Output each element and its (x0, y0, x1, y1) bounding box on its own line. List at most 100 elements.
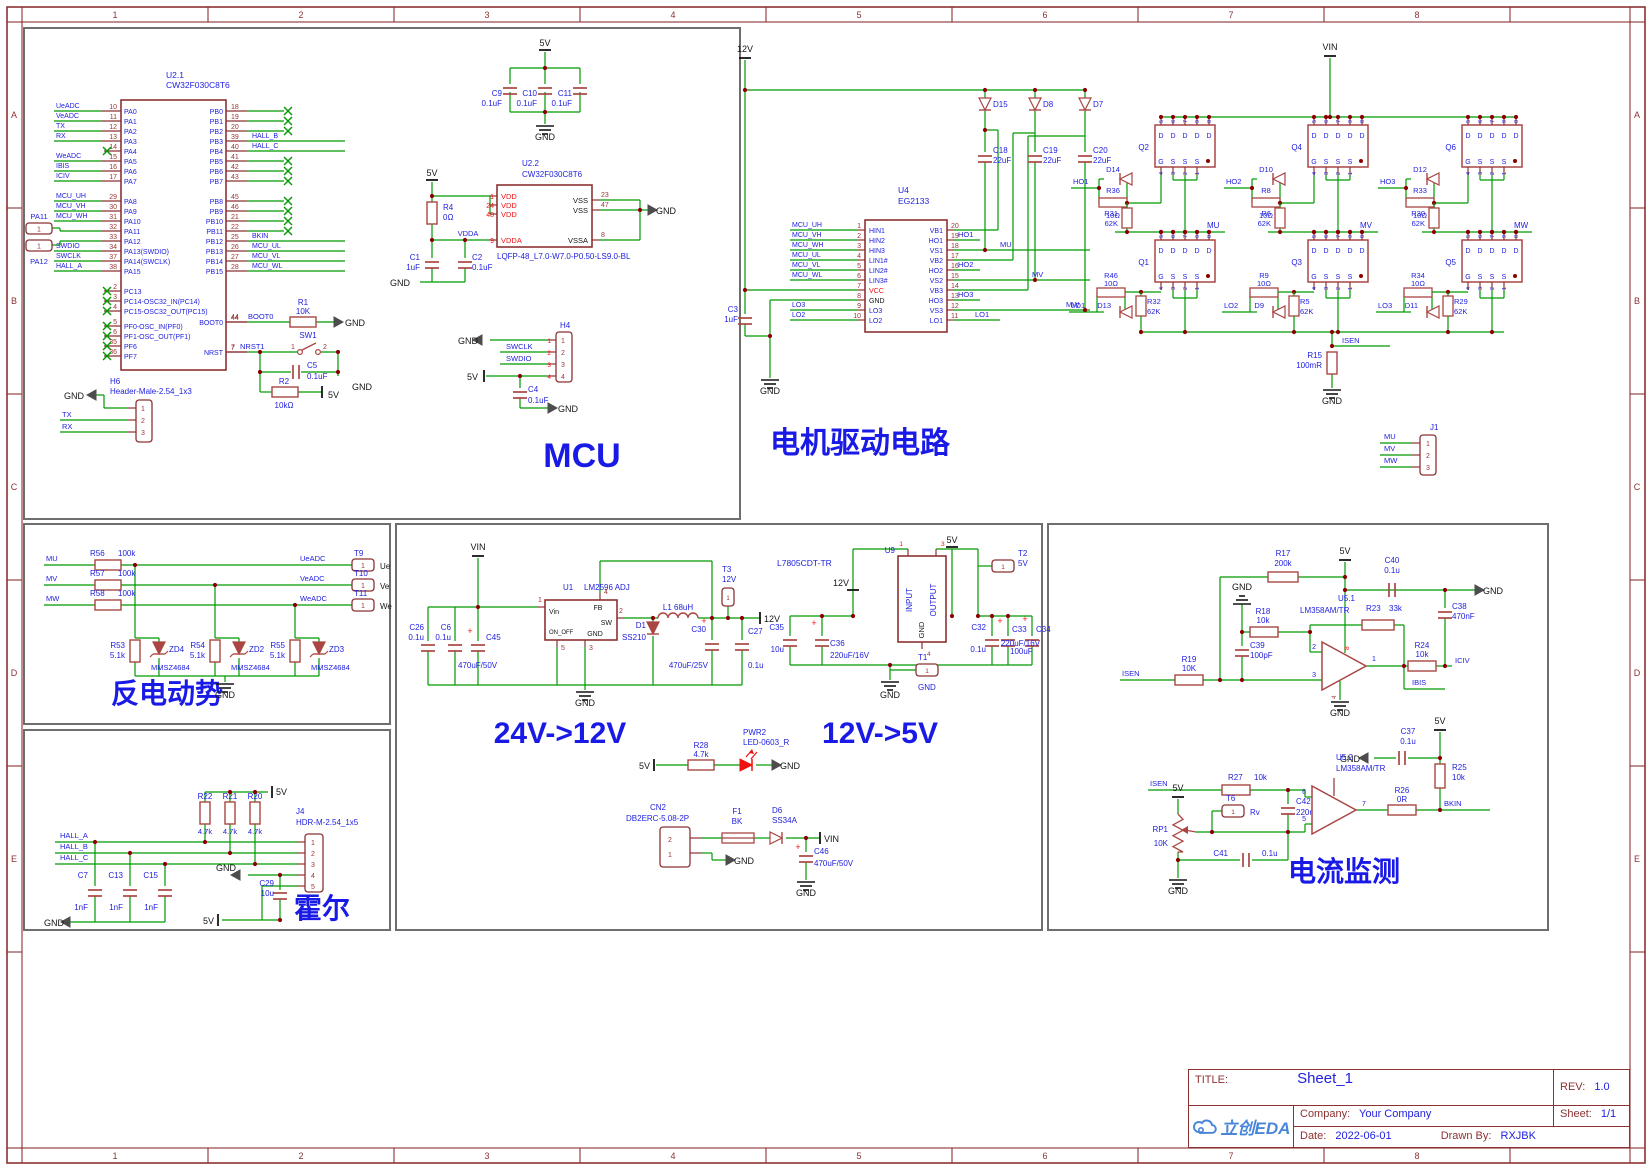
label: R4 (443, 203, 454, 212)
label: R32 (1147, 297, 1161, 306)
label: 2 (1183, 287, 1189, 290)
label: 7 (1183, 235, 1189, 238)
label: 4 (1159, 287, 1165, 290)
label: 13 (109, 134, 117, 141)
label: 100pF (1250, 651, 1273, 660)
label: GND (575, 698, 596, 708)
label: 8 (1514, 120, 1520, 123)
label: Ve (380, 582, 390, 591)
label: 3 (561, 362, 565, 369)
label: C29 (259, 879, 274, 888)
label: PB3 (210, 139, 223, 146)
ic-bodies (120, 99, 948, 643)
label: UeADC (300, 554, 326, 563)
label: 5V (1434, 716, 1445, 726)
label: D (1206, 133, 1211, 140)
label: HDR-M-2.54_1x5 (296, 818, 359, 827)
label: L1 68uH (663, 603, 693, 612)
label: CW32F030C8T6 (522, 170, 583, 179)
logo-cell: 立创EDA (1189, 1105, 1294, 1148)
label: LO1 (975, 310, 989, 319)
label: 2 (1490, 287, 1496, 290)
label: SWCLK (506, 342, 533, 351)
label: 2 (1336, 287, 1342, 290)
label: LIN2# (869, 268, 888, 275)
label: 16 (951, 263, 959, 270)
label: 3 (547, 362, 551, 369)
label: B (11, 296, 17, 306)
label: E (11, 854, 17, 864)
label: 8 (1360, 235, 1366, 238)
label: 4 (1331, 695, 1338, 699)
label: R46 (1104, 271, 1118, 280)
label: Vin (549, 609, 559, 616)
label: G (1158, 274, 1163, 281)
label: GND (796, 888, 817, 898)
label: R25 (1452, 763, 1467, 772)
label: 10Ω (1106, 211, 1120, 220)
label: PA15 (124, 269, 141, 276)
date-row: Date: 2022-06-01 Drawn By: RXJBK (1294, 1127, 1630, 1148)
label: PA2 (124, 129, 137, 136)
label: 4 (113, 304, 117, 311)
label: R17 (1276, 549, 1291, 558)
label: 5 (857, 263, 861, 270)
label: NRST (204, 350, 224, 357)
label: 4 (1466, 287, 1472, 290)
sheet-cell: Sheet: 1/1 (1553, 1105, 1630, 1127)
label: U4 (898, 185, 909, 195)
label: S (1183, 274, 1188, 281)
label: NRST1 (240, 342, 265, 351)
label: VIN (470, 542, 485, 552)
label: PB5 (210, 159, 223, 166)
label: 5 (311, 884, 315, 891)
label: S (1502, 159, 1507, 166)
label: C10 (522, 89, 537, 98)
label: 2 (298, 1151, 303, 1161)
label: 220nF (1296, 808, 1319, 817)
label: HO1 (958, 230, 973, 239)
label: MCU_UH (56, 193, 86, 200)
label: 1 (547, 338, 551, 345)
label: 2 (311, 851, 315, 858)
label: D (1465, 133, 1470, 140)
label: 10k (1452, 773, 1466, 782)
label: CW32F030C8T6 (166, 80, 230, 90)
label: C11 (558, 89, 573, 98)
label: 6 (1171, 120, 1177, 123)
label: 4 (1466, 172, 1472, 175)
label: 62K (1454, 307, 1467, 316)
label: 8 (601, 232, 605, 239)
label: WeADC (56, 153, 81, 160)
label: 12V (833, 578, 849, 588)
label: GND (656, 206, 677, 216)
label: C35 (769, 623, 784, 632)
label: C3 (728, 305, 739, 314)
label: 1 (37, 244, 41, 251)
label: 6 (113, 329, 117, 336)
label: 11 (951, 313, 958, 320)
label: 29 (109, 194, 117, 201)
label: MW (1066, 300, 1080, 309)
label: D10 (1259, 165, 1273, 174)
label: 2 (857, 233, 861, 240)
label: H6 (110, 377, 121, 386)
label: 22 (231, 224, 239, 231)
label: 26 (231, 244, 239, 251)
label: 40 (231, 144, 239, 151)
label: 1 (1502, 287, 1508, 290)
sheet-label: Sheet: (1560, 1108, 1592, 1120)
label: 10K (1154, 839, 1169, 848)
label: 33k (1389, 604, 1403, 613)
label: 14 (109, 144, 117, 151)
label: D (1182, 248, 1187, 255)
label: 2 (298, 10, 303, 20)
label: 0.1u (748, 661, 764, 670)
label: R54 (190, 641, 205, 650)
label: R57 (90, 569, 105, 578)
label: PB8 (210, 199, 223, 206)
label: 9 (857, 303, 861, 310)
label: BOOT0 (199, 320, 223, 327)
